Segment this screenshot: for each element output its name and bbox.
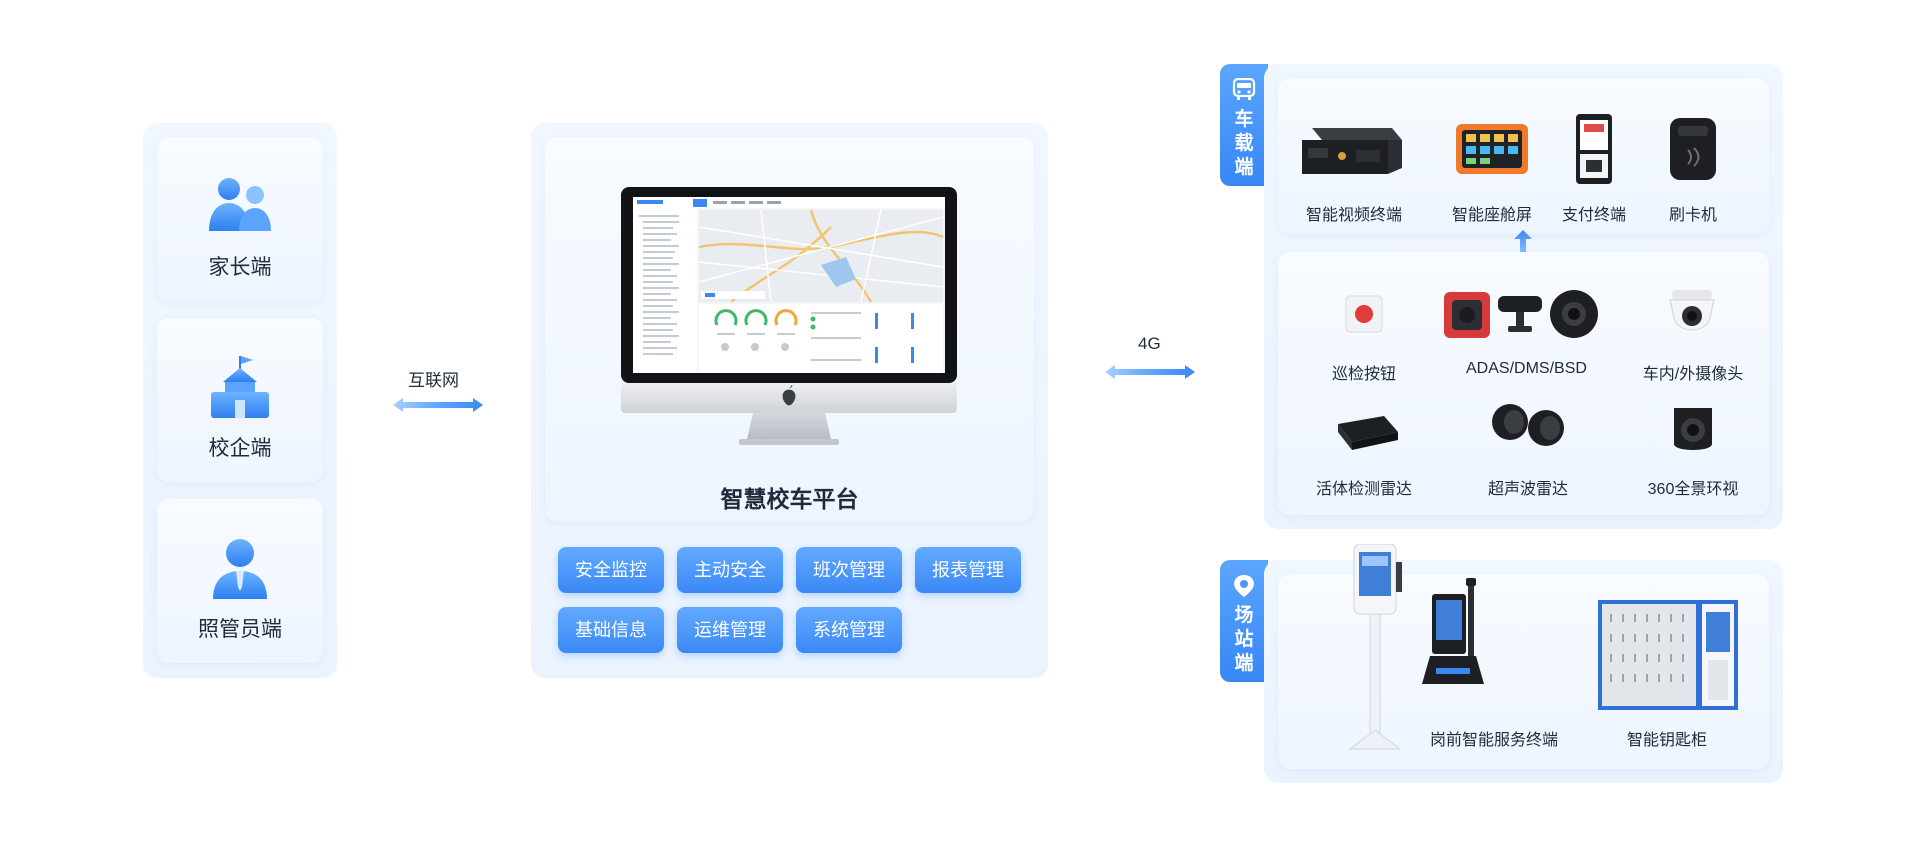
- station-tab[interactable]: 场站端: [1220, 560, 1268, 682]
- 4g-label: 4G: [1138, 334, 1161, 353]
- module-button-ops-management[interactable]: 运维管理: [677, 607, 783, 653]
- station-devices: 岗前智能服务终端 智能钥匙柜: [1278, 544, 1769, 769]
- video-terminal-icon: [1302, 128, 1402, 174]
- inspection-button-icon: [1345, 295, 1383, 333]
- payment-terminal-icon: [1576, 114, 1612, 184]
- vehicle-tab-label: 车载端: [1234, 109, 1254, 178]
- module-button-shift-management[interactable]: 班次管理: [796, 547, 902, 593]
- location-pin-icon: [1231, 574, 1257, 603]
- module-button-basic-info[interactable]: 基础信息: [558, 607, 664, 653]
- device-label: 刷卡机: [1668, 207, 1717, 224]
- role-label: 照管员端: [198, 618, 282, 641]
- role-card-caretaker[interactable]: 照管员端: [157, 499, 323, 663]
- cockpit-screen-icon: [1456, 124, 1528, 174]
- vehicle-tab[interactable]: 车载端: [1220, 64, 1268, 186]
- school-icon: [209, 356, 271, 423]
- dome-camera-icon: [1669, 290, 1715, 331]
- module-button-safety-monitor[interactable]: 安全监控: [558, 547, 664, 593]
- role-card-parents[interactable]: 家长端: [157, 137, 323, 301]
- bidirectional-arrow-icon: [1105, 365, 1195, 379]
- device-label: 超声波雷达: [1487, 481, 1568, 498]
- monitor-card: 智慧校车平台: [545, 137, 1034, 521]
- device-label: 活体检测雷达: [1315, 481, 1412, 498]
- vehicle-panel: 智能视频终端 智能座舱屏 支付终端 刷卡机: [1264, 64, 1783, 529]
- module-button-report-management[interactable]: 报表管理: [915, 547, 1021, 593]
- module-button-system-management[interactable]: 系统管理: [796, 607, 902, 653]
- device-label: 巡检按钮: [1331, 366, 1396, 383]
- device-label: 360全景环视: [1647, 481, 1739, 498]
- device-label: 智能钥匙柜: [1626, 732, 1707, 749]
- platform-monitor-icon: [621, 187, 957, 445]
- role-label: 家长端: [208, 256, 272, 279]
- parents-icon: [205, 175, 275, 236]
- internet-label: 互联网: [408, 371, 459, 390]
- key-cabinet-icon: [1598, 600, 1738, 710]
- platform-title: 智慧校车平台: [720, 486, 859, 512]
- device-label: 车内/外摄像头: [1642, 366, 1744, 383]
- station-tab-label: 场站端: [1234, 605, 1254, 674]
- surround-camera-icon: [1674, 408, 1712, 450]
- living-radar-icon: [1338, 416, 1398, 450]
- caretaker-icon: [211, 537, 269, 604]
- device-label: 岗前智能服务终端: [1429, 732, 1558, 749]
- client-panel: 家长端 校企端 照管员端: [143, 123, 337, 678]
- adas-dms-bsd-icon: [1444, 290, 1598, 338]
- vehicle-main-devices: 智能视频终端 智能座舱屏 支付终端 刷卡机: [1278, 78, 1769, 234]
- bus-icon: [1231, 77, 1257, 107]
- bidirectional-arrow-icon: [393, 398, 483, 412]
- device-label: ADAS/DMS/BSD: [1466, 360, 1587, 377]
- preshift-terminal-icon: [1348, 544, 1484, 750]
- station-panel: 岗前智能服务终端 智能钥匙柜: [1264, 544, 1783, 783]
- card-reader-icon: [1670, 118, 1716, 180]
- device-label: 智能视频终端: [1305, 207, 1402, 224]
- vehicle-sensor-devices: 巡检按钮 ADAS/DMS/BSD 车内/外摄像头 活体: [1278, 252, 1769, 515]
- device-label: 智能座舱屏: [1451, 207, 1532, 224]
- platform-panel: 智慧校车平台 安全监控 主动安全 班次管理 报表管理 基础信息 运维管理 系统管…: [531, 123, 1048, 678]
- module-button-active-safety[interactable]: 主动安全: [677, 547, 783, 593]
- ultrasonic-radar-icon: [1492, 404, 1564, 446]
- role-label: 校企端: [208, 437, 272, 460]
- device-label: 支付终端: [1561, 207, 1626, 224]
- role-card-school[interactable]: 校企端: [157, 318, 323, 482]
